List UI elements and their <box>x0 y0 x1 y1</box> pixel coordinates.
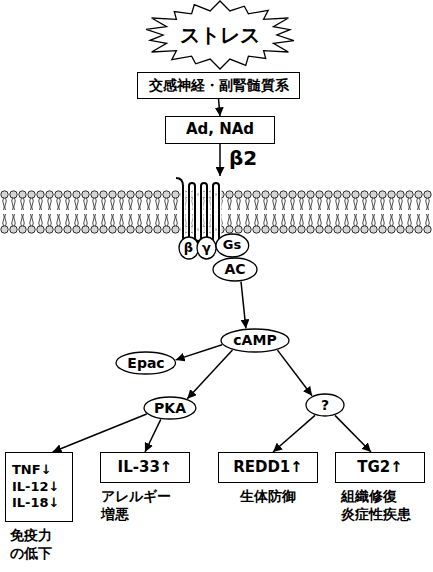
ellipse-shape <box>306 394 344 416</box>
starburst-shape <box>146 1 294 69</box>
signal-arrow <box>219 144 221 176</box>
receptor-symbol <box>176 178 219 242</box>
connector-arrow <box>219 99 221 117</box>
enzyme-ellipse: AC <box>212 257 258 282</box>
effector-ellipse: Epac <box>115 351 177 375</box>
node-label: ? <box>321 396 329 414</box>
connector-arrow <box>241 282 246 329</box>
node-label: Gs <box>223 237 241 254</box>
connector-arrow <box>176 345 222 360</box>
outcome-caption: アレルギー 増悪 <box>101 488 177 523</box>
lipid-bilayer <box>0 190 432 234</box>
outcome-caption: 免疫力 の低下 <box>10 527 56 562</box>
node-label: TG2↑ <box>357 458 403 478</box>
outcome-box: IL-33↑アレルギー 増悪 <box>100 452 190 483</box>
connector-arrow <box>273 415 315 452</box>
receptor-outline <box>176 178 219 242</box>
node-label: AC <box>224 260 245 278</box>
node-label: ストレス <box>180 22 260 48</box>
subunit-ellipse: β <box>178 236 200 260</box>
messenger-ellipse: cAMP <box>220 328 290 353</box>
outcome-box: TG2↑組織修復 炎症性疾患 <box>335 452 425 483</box>
stress-burst: ストレス <box>140 0 300 70</box>
connector-arrow <box>335 415 371 452</box>
node-label: γ <box>202 240 211 257</box>
ellipse-shape <box>216 234 249 257</box>
effector-ellipse: PKA <box>143 396 197 420</box>
outcome-box: TNF↓ IL-12↓ IL-18↓免疫力 の低下 <box>5 452 73 522</box>
connector-arrow <box>145 419 161 452</box>
ellipse-shape <box>197 237 216 259</box>
outcome-caption: 組織修復 炎症性疾患 <box>341 488 417 523</box>
subunit-ellipse: Gs <box>215 233 250 258</box>
node-label: Epac <box>127 354 164 372</box>
effector-ellipse: ? <box>305 393 345 417</box>
process-box: Ad, NAd <box>165 116 275 144</box>
outcome-caption: 生体防御 <box>219 488 317 506</box>
subunit-ellipse: γ <box>196 236 217 260</box>
node-label: Ad, NAd <box>186 120 254 140</box>
ellipse-shape <box>179 237 199 259</box>
node-label: IL-33↑ <box>118 458 173 478</box>
ellipse-shape <box>213 258 257 281</box>
node-label: β <box>184 240 193 257</box>
outcome-box: REDD1↑生体防御 <box>218 452 318 483</box>
node-label: PKA <box>154 399 186 417</box>
node-label: REDD1↑ <box>233 458 303 478</box>
node-label: TNF↓ IL-12↓ IL-18↓ <box>12 462 66 513</box>
ellipse-shape <box>221 329 289 352</box>
connector-arrow <box>53 414 147 452</box>
node-label: cAMP <box>233 331 276 349</box>
ellipse-shape <box>144 397 196 419</box>
connector-arrow <box>278 350 313 396</box>
node-label: 交感神経・副腎髄質系 <box>149 76 289 94</box>
ellipse-shape <box>116 352 176 374</box>
process-box: 交感神経・副腎髄質系 <box>137 72 300 98</box>
receptor-label: β2 <box>229 146 257 170</box>
connector-arrow <box>187 350 232 399</box>
